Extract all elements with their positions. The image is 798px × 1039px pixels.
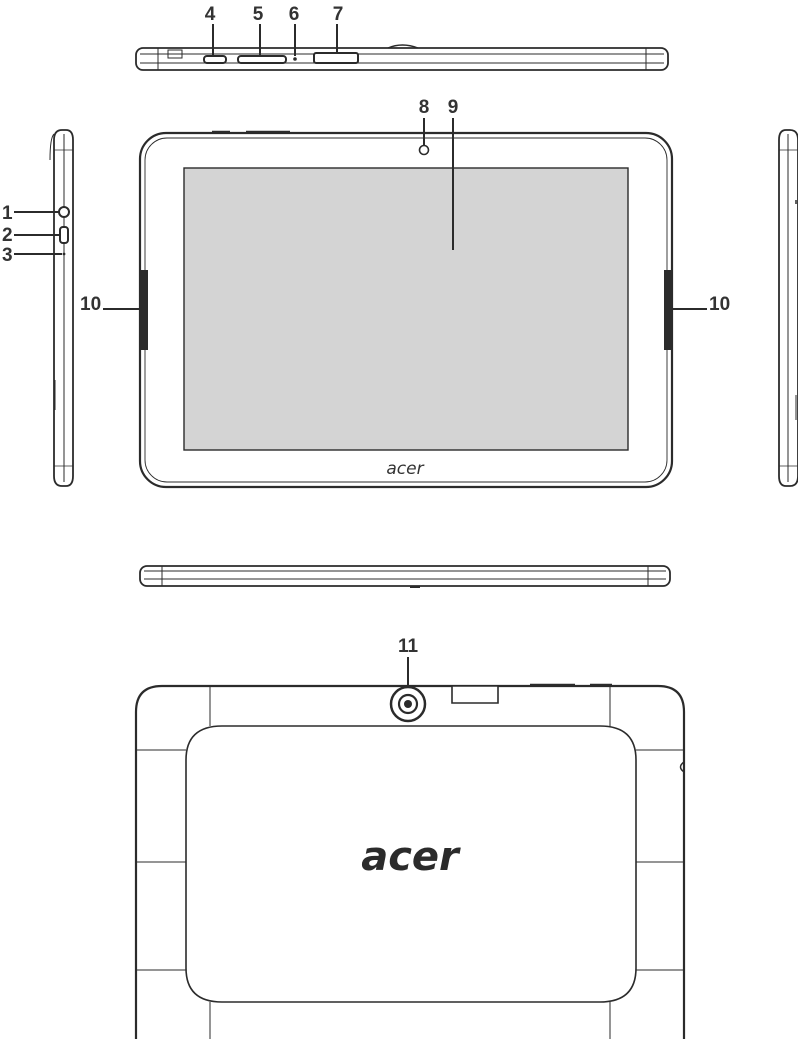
usb-port — [59, 226, 69, 244]
callout-number: 4 — [205, 4, 216, 25]
callout-number: 6 — [289, 4, 300, 25]
callout-8: 8 — [419, 97, 430, 145]
bottom-edge-view — [139, 565, 671, 588]
callout-number: 11 — [398, 636, 419, 657]
card-slot — [313, 52, 359, 64]
callout-4: 4 — [205, 4, 216, 56]
callout-number: 1 — [2, 203, 13, 224]
front-camera-lens — [418, 144, 430, 156]
speaker-right — [664, 270, 672, 350]
callout-number: 2 — [2, 225, 13, 246]
front-view: acer — [138, 130, 674, 489]
callout-number: 8 — [419, 97, 430, 118]
callout-number: 5 — [253, 4, 264, 25]
top-edge-view — [135, 44, 669, 71]
callout-number: 10 — [80, 294, 101, 315]
callout-number: 9 — [448, 97, 459, 118]
callout-9: 9 — [448, 97, 459, 250]
microphone-hole — [293, 57, 297, 61]
headphone-jack — [58, 206, 70, 218]
callout-number: 10 — [709, 294, 730, 315]
left-side-view — [49, 129, 74, 487]
rear-camera-lens-center — [404, 700, 412, 708]
speaker-left — [140, 270, 148, 350]
callout-11: 11 — [398, 636, 419, 687]
callout-number: 7 — [333, 4, 344, 25]
power-button — [203, 55, 227, 64]
back-camera-housing — [451, 685, 499, 704]
back-view: acer — [134, 683, 686, 1039]
side-microphone — [62, 252, 66, 256]
callout-6: 6 — [289, 4, 300, 56]
front-screen — [183, 167, 629, 451]
back-panel — [185, 725, 637, 1003]
callout-3: 3 — [2, 245, 62, 266]
callout-2: 2 — [2, 225, 60, 246]
callout-10-left: 10 — [80, 294, 142, 315]
volume-button — [237, 55, 287, 64]
right-side-view — [778, 129, 798, 487]
front-logo: acer — [386, 459, 424, 479]
back-logo: acer — [361, 834, 461, 880]
callout-number: 3 — [2, 245, 13, 266]
callout-1: 1 — [2, 203, 59, 224]
callout-10-right: 10 — [670, 294, 730, 315]
callout-5: 5 — [253, 4, 264, 56]
callout-7: 7 — [333, 4, 344, 53]
